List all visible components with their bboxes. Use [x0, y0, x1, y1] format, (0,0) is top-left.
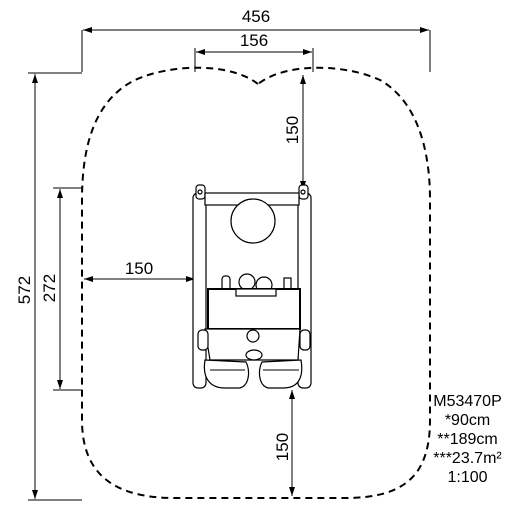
- equipment-plan: [192, 184, 312, 389]
- left-rail: [192, 192, 207, 389]
- cab-top-strip: [235, 288, 277, 297]
- drawing-scale: 1:100: [447, 469, 488, 486]
- equipment-length-label: 272: [40, 274, 59, 302]
- bottom-clearance-label: 150: [273, 433, 292, 461]
- left-top-bolt: [197, 189, 203, 195]
- model-number: M53470P: [433, 393, 502, 410]
- side-clearance-label: 150: [125, 259, 153, 278]
- left-bumper: [197, 329, 209, 351]
- emblem: [246, 329, 260, 343]
- handle-post: [221, 275, 231, 291]
- right-bumper: [299, 329, 311, 351]
- free-fall-height: *90cm: [444, 412, 491, 429]
- left-front-wheel: [203, 359, 250, 389]
- max-height: **189cm: [437, 431, 498, 448]
- knob-left: [238, 273, 256, 291]
- top-width-label: 156: [240, 31, 268, 50]
- top-clearance-label: 150: [283, 116, 302, 144]
- right-front-wheel: [258, 359, 303, 389]
- overall-length-label: 572: [15, 276, 34, 304]
- safety-area: ***23.7m²: [433, 450, 502, 467]
- safety-zone-outline: [81, 66, 431, 499]
- overall-width-label: 456: [242, 7, 270, 26]
- right-top-bolt: [300, 189, 306, 195]
- round-seat: [230, 198, 276, 244]
- front-light: [245, 349, 263, 361]
- product-info-block: M53470P *90cm **189cm ***23.7m² 1:100: [420, 392, 515, 487]
